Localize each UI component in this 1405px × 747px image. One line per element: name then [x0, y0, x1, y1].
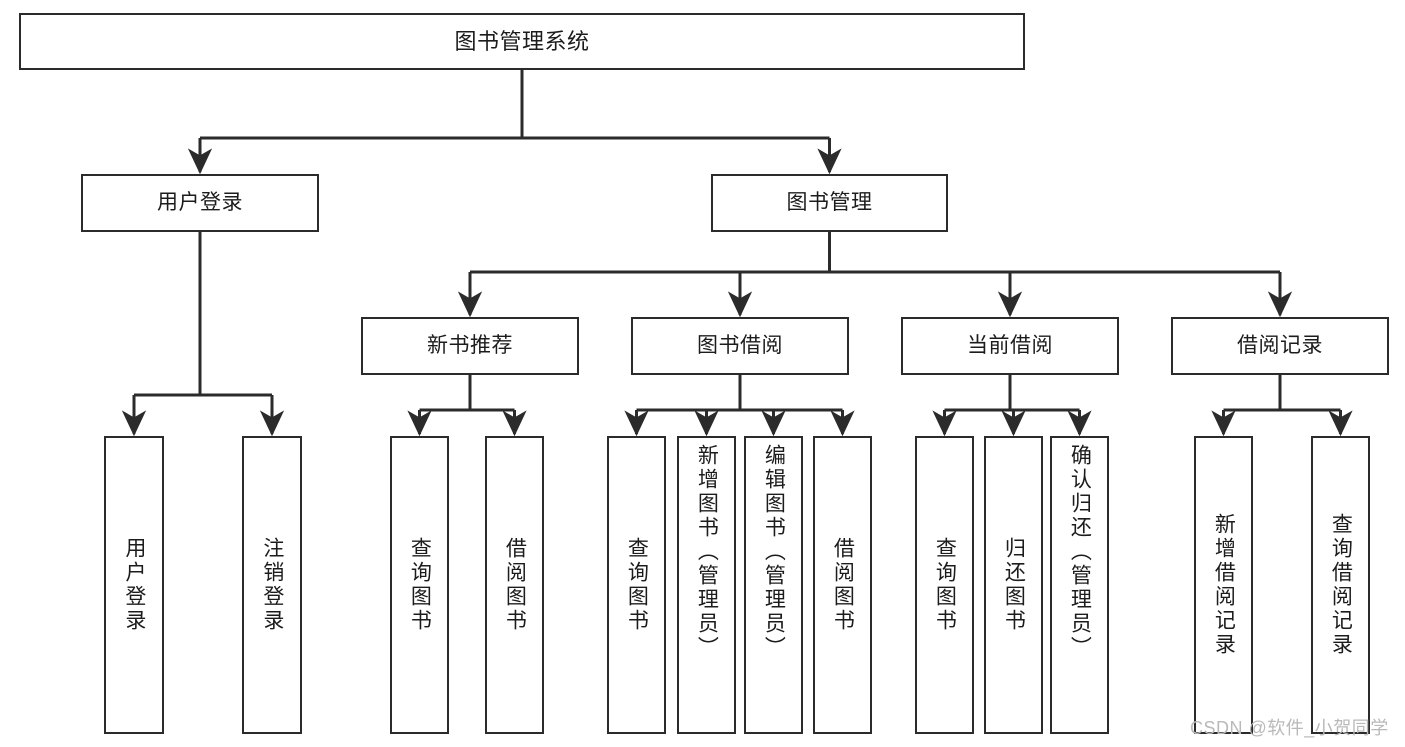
node-label: 用户登录	[157, 190, 243, 214]
node-label: 查询图书	[625, 537, 649, 633]
node-leaf-l6[interactable]: 新增图书（管理员）	[677, 436, 736, 734]
node-label: 新增借阅记录	[1212, 513, 1236, 657]
node-label: 确认归还（管理员）	[1068, 444, 1092, 660]
node-label: 查询图书	[933, 537, 957, 633]
node-label: 注销登录	[260, 537, 284, 633]
node-leaf-l5[interactable]: 查询图书	[607, 436, 666, 734]
node-module-login[interactable]: 用户登录	[81, 174, 319, 232]
node-leaf-l13[interactable]: 查询借阅记录	[1311, 436, 1370, 734]
node-leaf-l4[interactable]: 借阅图书	[485, 436, 544, 734]
node-label: 编辑图书（管理员）	[762, 444, 786, 660]
node-submodule-newbook[interactable]: 新书推荐	[361, 317, 579, 375]
node-leaf-l7[interactable]: 编辑图书（管理员）	[744, 436, 803, 734]
node-submodule-records[interactable]: 借阅记录	[1171, 317, 1389, 375]
node-label: 借阅图书	[503, 537, 527, 633]
node-label: 借阅图书	[831, 537, 855, 633]
node-submodule-borrow[interactable]: 图书借阅	[631, 317, 849, 375]
node-label: 归还图书	[1002, 537, 1026, 633]
node-label: 图书借阅	[697, 333, 783, 357]
node-leaf-l10[interactable]: 归还图书	[984, 436, 1043, 734]
node-leaf-l9[interactable]: 查询图书	[915, 436, 974, 734]
node-root-root[interactable]: 图书管理系统	[19, 13, 1025, 70]
node-label: 图书管理系统	[454, 28, 590, 54]
node-label: 新书推荐	[427, 333, 513, 357]
node-submodule-current[interactable]: 当前借阅	[901, 317, 1119, 375]
node-leaf-l12[interactable]: 新增借阅记录	[1194, 436, 1253, 734]
node-leaf-l11[interactable]: 确认归还（管理员）	[1050, 436, 1109, 734]
node-label: 图书管理	[786, 190, 873, 214]
node-label: 用户登录	[122, 537, 146, 633]
node-leaf-l3[interactable]: 查询图书	[390, 436, 449, 734]
node-leaf-l2[interactable]: 注销登录	[242, 436, 302, 734]
node-leaf-l8[interactable]: 借阅图书	[813, 436, 872, 734]
node-label: 借阅记录	[1237, 333, 1323, 357]
node-label: 查询借阅记录	[1329, 513, 1353, 657]
csdn-watermark: CSDN @软件_小贺同学	[1190, 718, 1389, 738]
node-label: 查询图书	[408, 537, 432, 633]
node-label: 新增图书（管理员）	[695, 444, 719, 660]
node-module-bookmg[interactable]: 图书管理	[711, 174, 948, 232]
node-leaf-l1[interactable]: 用户登录	[104, 436, 164, 734]
node-label: 当前借阅	[967, 333, 1053, 357]
